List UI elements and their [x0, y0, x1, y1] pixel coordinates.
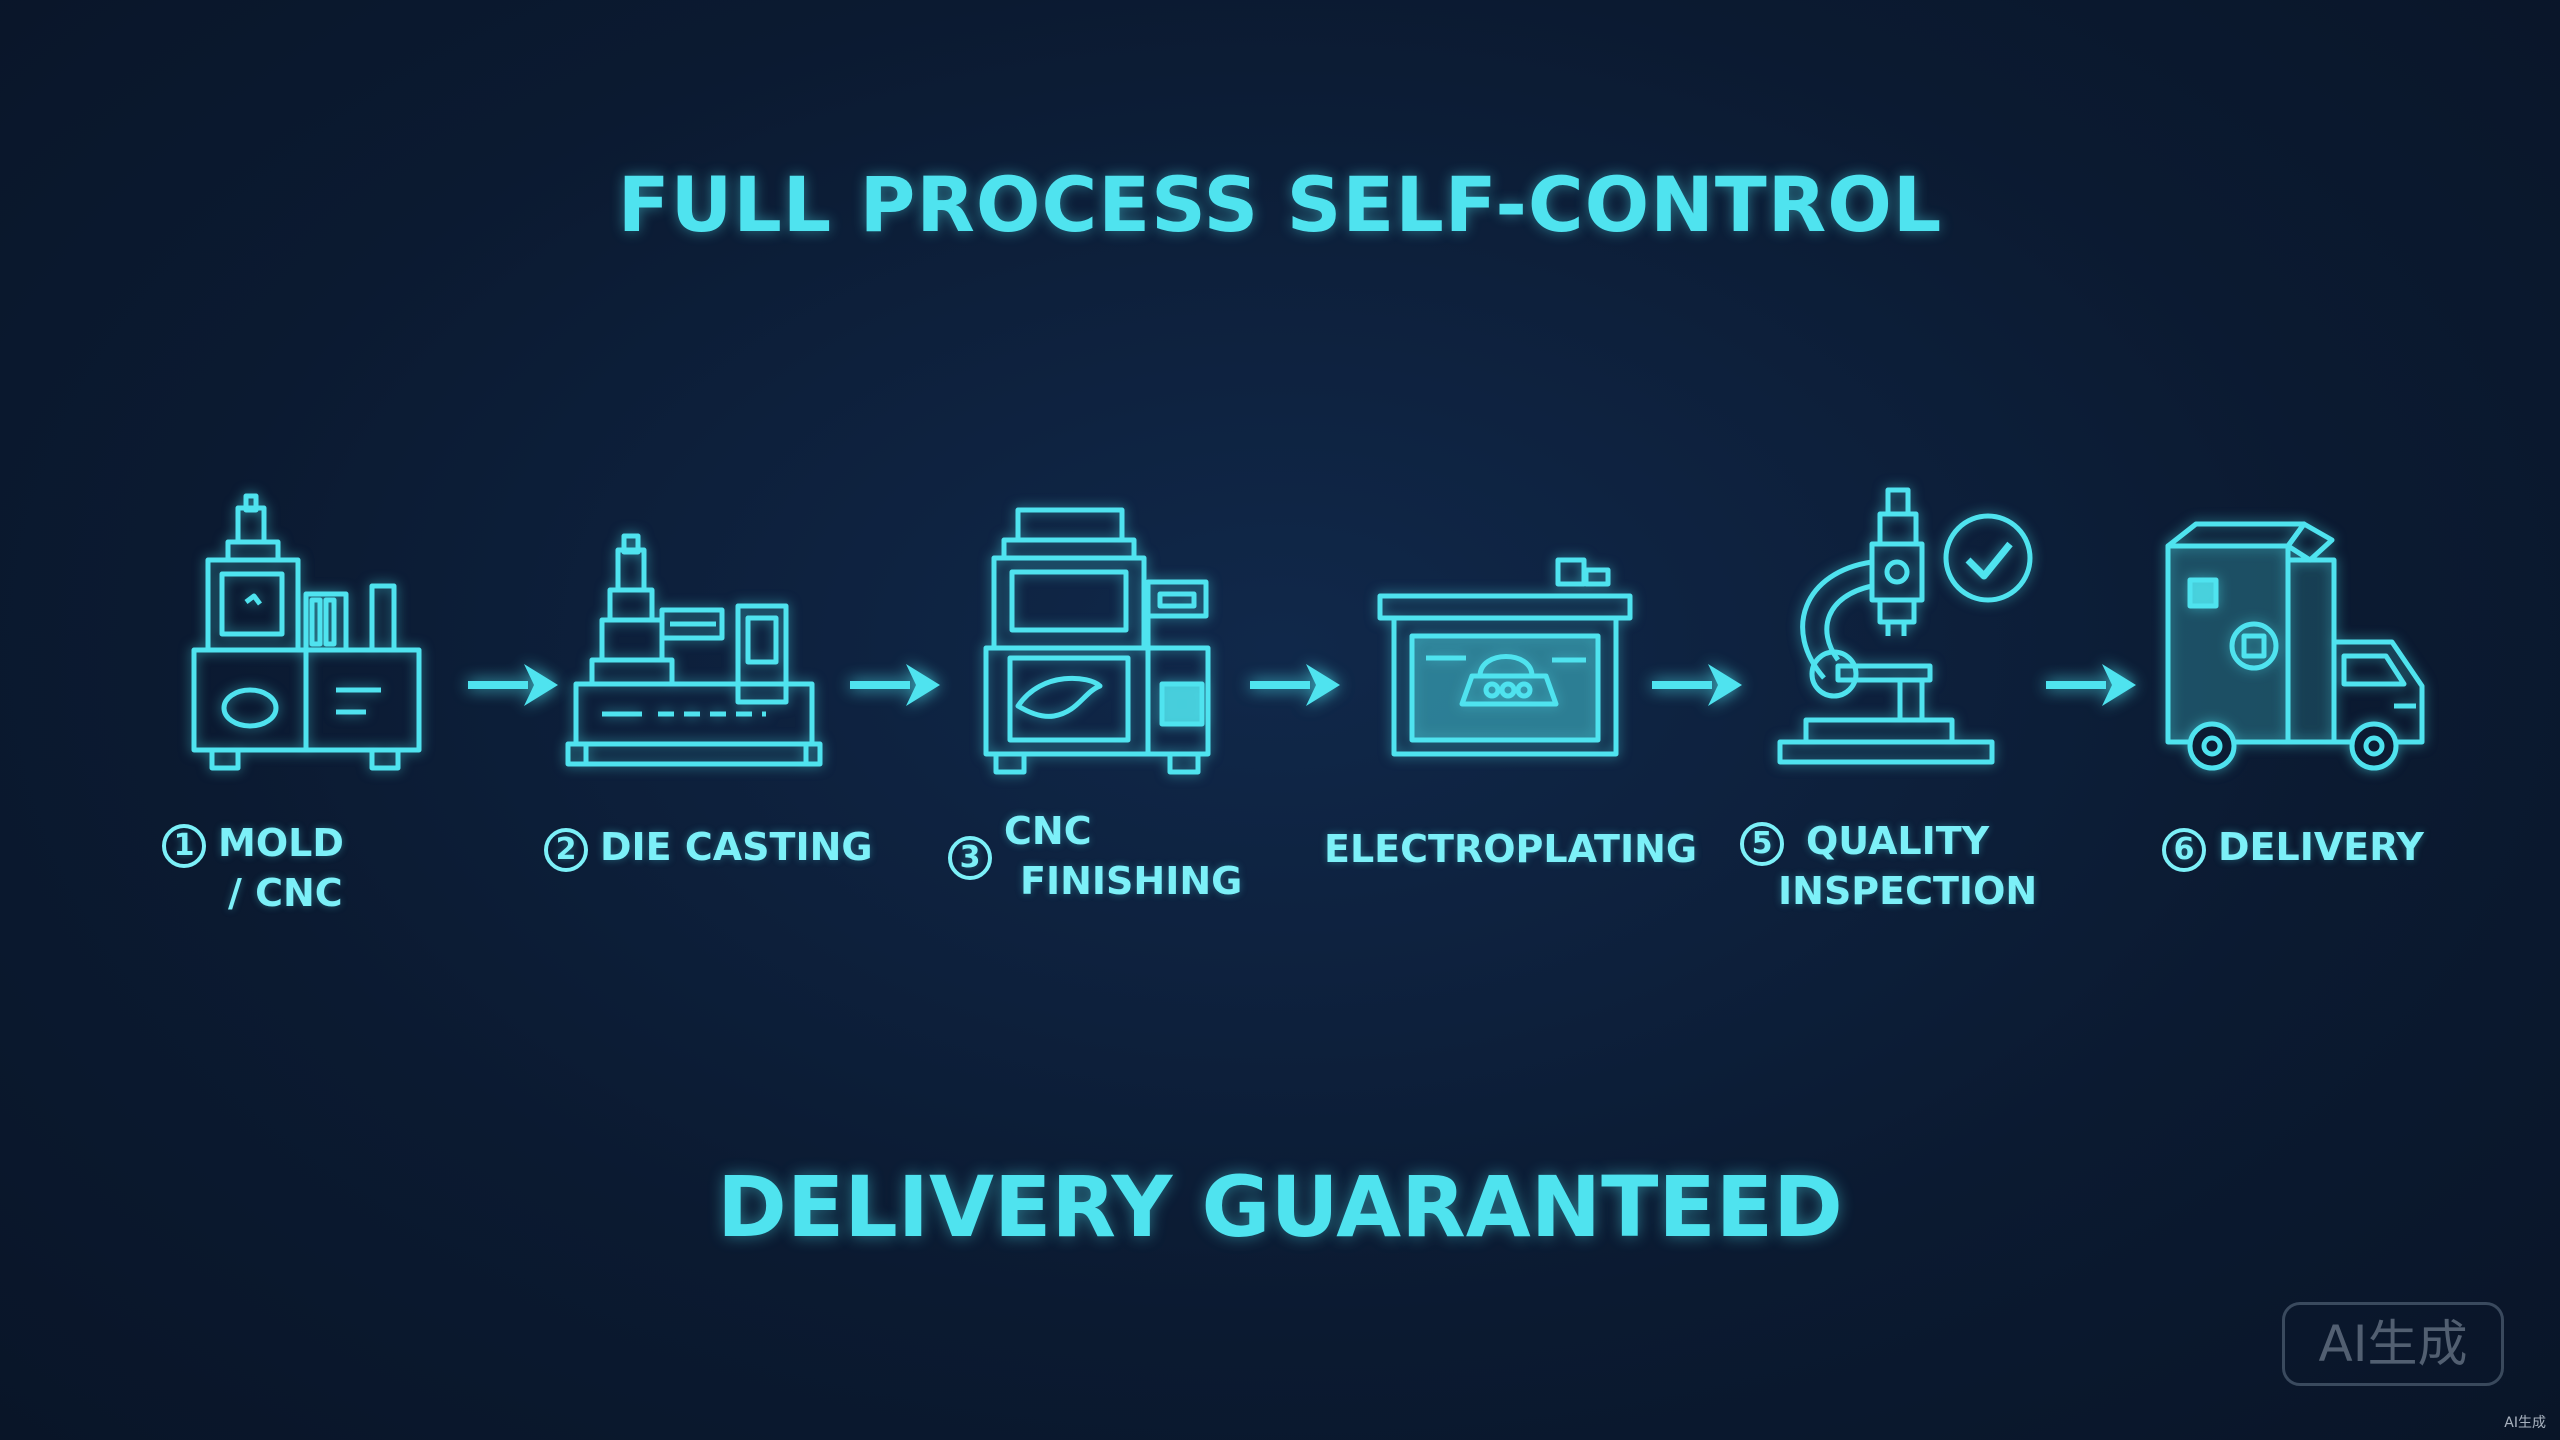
- arrow-right-icon: [850, 664, 940, 706]
- arrow-right-icon: [468, 664, 558, 706]
- step-quality-inspection: [1776, 487, 2036, 780]
- electroplating-tank-icon: [1377, 557, 1633, 757]
- arrow-right-icon: [1652, 664, 1742, 706]
- step-delivery: [2154, 490, 2434, 780]
- mold-cnc-machine-icon: [191, 493, 422, 771]
- step-cnc-finishing: [982, 490, 1212, 780]
- delivery-truck-icon: [2165, 521, 2425, 771]
- step-mold-cnc: [186, 490, 426, 780]
- delivery-guaranteed-heading: DELIVERY GUARANTEED: [717, 1158, 1843, 1256]
- microscope-check-icon: [1777, 487, 2033, 765]
- step-electroplating: [1376, 490, 1636, 780]
- step-number-badge: 6: [2162, 827, 2206, 872]
- step-number-badge: 5: [1740, 821, 1784, 866]
- die-casting-machine-icon: [565, 533, 823, 767]
- step-label-cnc-finishing: 3CNC FINISHING: [948, 806, 1242, 906]
- step-label-electroplating: ELECTROPLATING: [1324, 827, 1698, 871]
- page-title: FULL PROCESS SELF-CONTROL: [617, 160, 1943, 249]
- step-die-casting: [565, 490, 826, 780]
- step-number-badge: 3: [948, 835, 992, 880]
- step-number-badge: 1: [162, 823, 206, 868]
- cnc-finishing-machine-icon: [983, 507, 1211, 775]
- step-number-badge: 2: [544, 827, 588, 872]
- arrow-right-icon: [2046, 664, 2136, 706]
- ai-generated-badge: AI生成: [2282, 1302, 2504, 1386]
- arrow-right-icon: [1250, 664, 1340, 706]
- ai-generated-corner-mark: AI生成: [2504, 1415, 2546, 1431]
